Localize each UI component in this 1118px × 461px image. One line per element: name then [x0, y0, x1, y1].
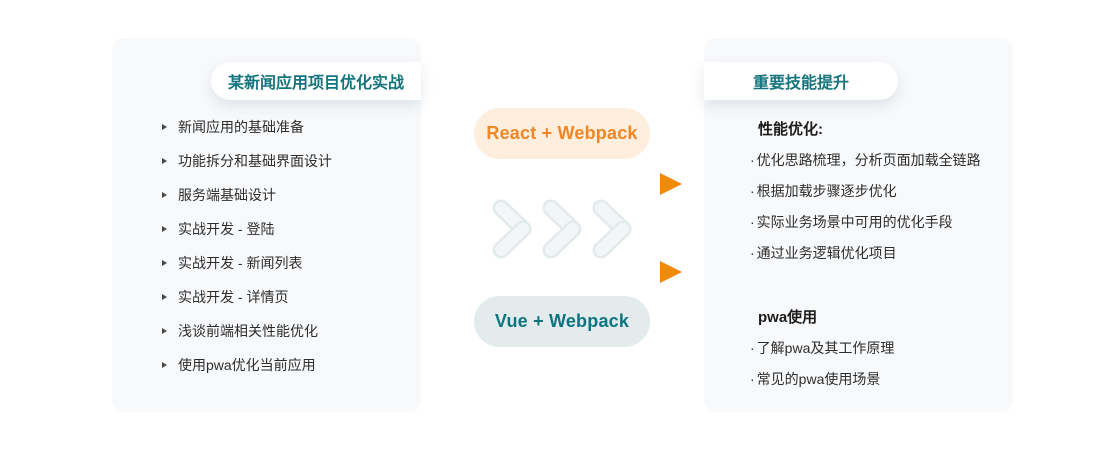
topic-label: 实战开发 - 详情页	[178, 289, 289, 305]
performance-section: 性能优化: ·优化思路梳理，分析页面加载全链路 ·根据加载步骤逐步优化 ·实际业…	[750, 114, 997, 269]
project-panel-title-label: 某新闻应用项目优化实战	[227, 75, 404, 92]
list-item: 新闻应用的基础准备	[162, 110, 411, 144]
skill-item: ·通过业务逻辑优化项目	[750, 238, 997, 269]
list-item: 使用pwa优化当前应用	[162, 348, 411, 382]
skills-content: 性能优化: ·优化思路梳理，分析页面加载全链路 ·根据加载步骤逐步优化 ·实际业…	[704, 38, 1013, 395]
skills-panel-title-label: 重要技能提升	[752, 75, 849, 92]
topic-label: 功能拆分和基础界面设计	[178, 153, 332, 169]
skill-item: ·根据加载步骤逐步优化	[750, 176, 997, 207]
triangle-bullet-icon	[162, 260, 167, 266]
gradient-arrow-top-icon	[448, 173, 682, 195]
pwa-section: pwa使用 ·了解pwa及其工作原理 ·常见的pwa使用场景	[750, 302, 997, 395]
list-item: 功能拆分和基础界面设计	[162, 144, 411, 178]
section-heading: pwa使用	[758, 309, 818, 326]
skill-label: 实际业务场景中可用的优化手段	[756, 214, 953, 230]
topic-label: 新闻应用的基础准备	[178, 119, 304, 135]
skill-label: 通过业务逻辑优化项目	[756, 245, 897, 261]
dot-bullet: ·	[750, 371, 755, 387]
section-heading: 性能优化:	[758, 121, 823, 138]
skill-item: ·了解pwa及其工作原理	[750, 333, 997, 364]
skills-panel-title: 重要技能提升	[704, 62, 898, 100]
dot-bullet: ·	[750, 152, 755, 168]
triangle-bullet-icon	[162, 158, 167, 164]
skills-panel: 重要技能提升 性能优化: ·优化思路梳理，分析页面加载全链路 ·根据加载步骤逐步…	[704, 38, 1013, 412]
skill-label: 常见的pwa使用场景	[756, 371, 881, 387]
skill-item: ·实际业务场景中可用的优化手段	[750, 207, 997, 238]
topic-label: 服务端基础设计	[178, 187, 276, 203]
triangle-bullet-icon	[162, 328, 167, 334]
dot-bullet: ·	[750, 214, 755, 230]
skill-label: 根据加载步骤逐步优化	[756, 183, 897, 199]
dot-bullet: ·	[750, 183, 755, 199]
dot-bullet: ·	[750, 340, 755, 356]
dot-bullet: ·	[750, 245, 755, 261]
triangle-bullet-icon	[162, 362, 167, 368]
react-webpack-badge: React + Webpack	[474, 108, 650, 159]
topic-label: 浅谈前端相关性能优化	[178, 323, 318, 339]
project-practice-panel: 某新闻应用项目优化实战 新闻应用的基础准备 功能拆分和基础界面设计 服务端基础设…	[112, 38, 421, 412]
project-topic-list: 新闻应用的基础准备 功能拆分和基础界面设计 服务端基础设计 实战开发 - 登陆 …	[112, 38, 421, 382]
triangle-bullet-icon	[162, 226, 167, 232]
topic-label: 实战开发 - 新闻列表	[178, 255, 303, 271]
triangle-bullet-icon	[162, 294, 167, 300]
topic-label: 实战开发 - 登陆	[178, 221, 275, 237]
list-item: 浅谈前端相关性能优化	[162, 314, 411, 348]
project-panel-title: 某新闻应用项目优化实战	[211, 62, 421, 100]
triangle-bullet-icon	[162, 192, 167, 198]
skill-label: 优化思路梳理，分析页面加载全链路	[756, 152, 981, 168]
list-item: 实战开发 - 登陆	[162, 212, 411, 246]
topic-label: 使用pwa优化当前应用	[178, 357, 316, 373]
skill-label: 了解pwa及其工作原理	[756, 340, 895, 356]
vue-webpack-badge: Vue + Webpack	[474, 296, 650, 347]
skill-item: ·常见的pwa使用场景	[750, 364, 997, 395]
gradient-arrow-bottom-icon	[448, 261, 682, 283]
list-item: 服务端基础设计	[162, 178, 411, 212]
list-item: 实战开发 - 新闻列表	[162, 246, 411, 280]
triangle-bullet-icon	[162, 124, 167, 130]
list-item: 实战开发 - 详情页	[162, 280, 411, 314]
triple-chevron-icon	[492, 199, 632, 259]
skill-item: ·优化思路梳理，分析页面加载全链路	[750, 145, 997, 176]
